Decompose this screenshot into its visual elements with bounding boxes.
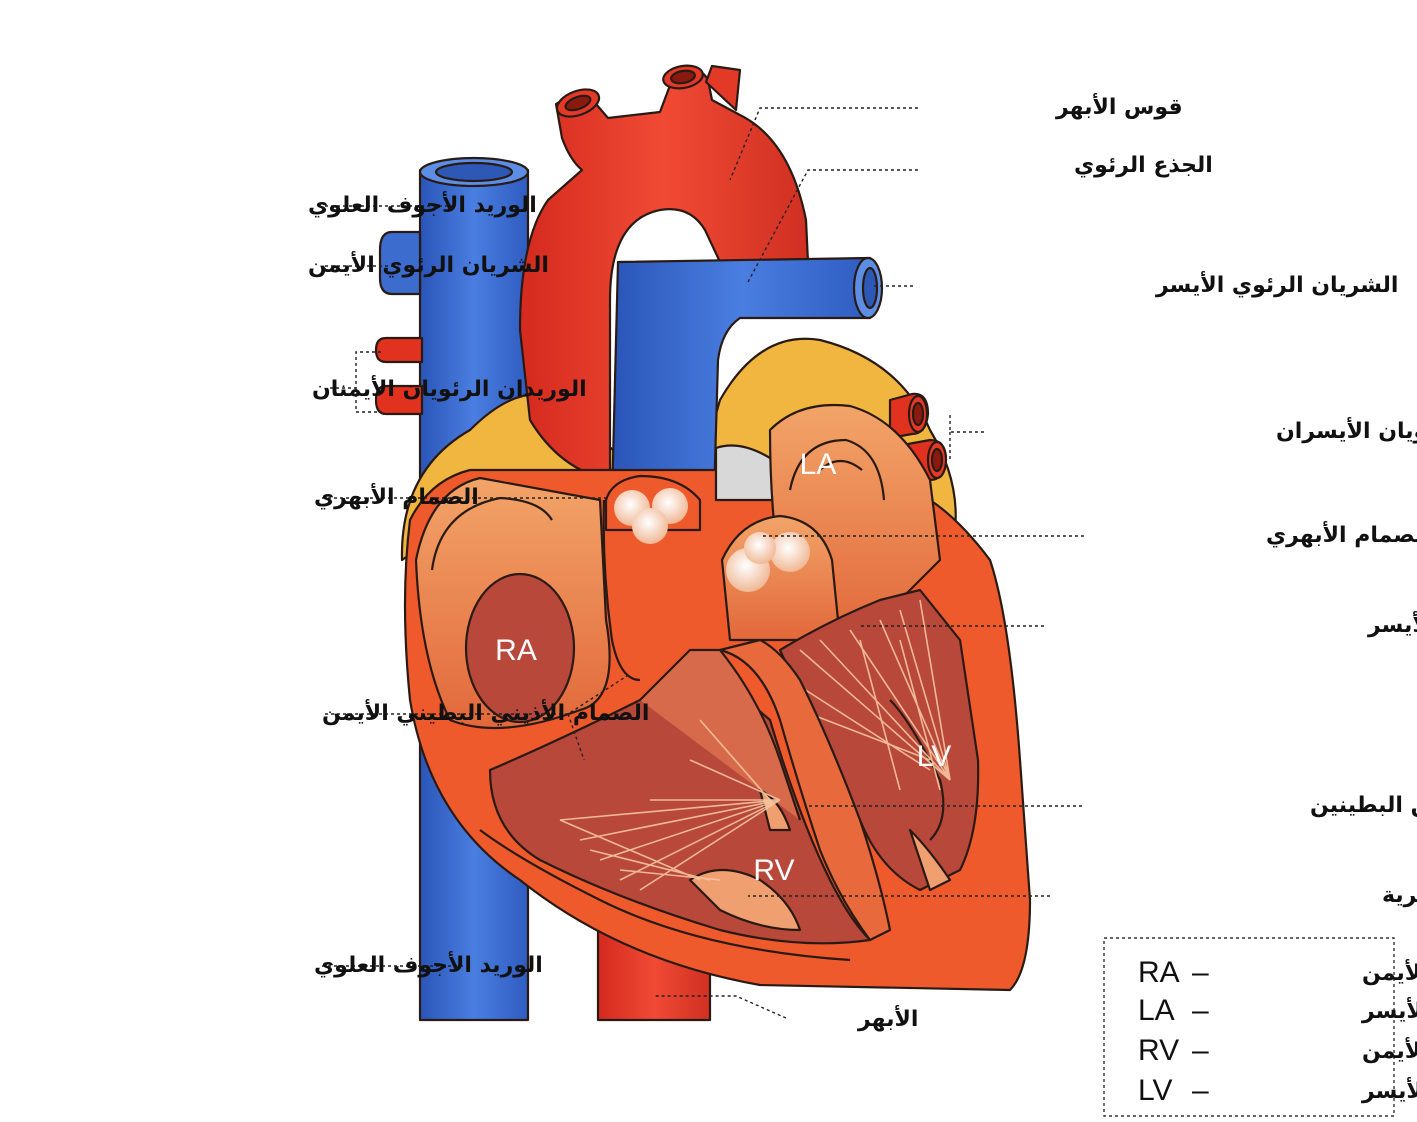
legend-abbr: RA (1138, 956, 1180, 989)
right-atrium (414, 476, 641, 730)
legend-dash: – (1192, 994, 1209, 1027)
label-aortic-valve-right: الصمام الأبهري (1266, 520, 1417, 548)
legend-text: البطين الأيمن (1362, 1036, 1417, 1064)
legend-abbr: LA (1138, 994, 1175, 1027)
label-la: LA (800, 448, 837, 481)
lv-chordae (789, 599, 951, 791)
legend-text: الأذين الأيمن (1362, 958, 1417, 986)
legend-row: RV – البطين الأيمن (1138, 1034, 1417, 1067)
leader-lines (322, 107, 1084, 1019)
legend-row: LA – الأذين الأيسر (1138, 994, 1417, 1027)
label-aortic-arch: قوس الأبهر (1055, 92, 1183, 120)
rv-chordae (559, 719, 781, 891)
left-pulmonary-veins (888, 392, 948, 484)
label-superior-vena-cava: الوريد الأجوف العلوي (308, 190, 537, 218)
legend-abbr: RV (1138, 1034, 1179, 1067)
epicardial-fat (400, 337, 957, 562)
legend-abbr: LV (1138, 1074, 1172, 1107)
label-pulmonary-trunk: الجذع الرئوي (1074, 153, 1213, 178)
label-aortic-valve-left: الصمام الأبهري (314, 482, 479, 510)
legend-text: البطين الأيسر (1361, 1076, 1417, 1104)
label-inferior-vena-cava: الوريد الأجوف العلوي (314, 950, 543, 978)
legend-text: الأذين الأيسر (1361, 996, 1417, 1024)
label-interventricular-septum: الحاجز بين البطينين (1310, 793, 1417, 818)
aortic-valve-upper (604, 474, 702, 544)
label-left-pulmonary-veins: الوريدان الرئويان الأيسران (1276, 416, 1417, 444)
label-right-pulmonary-artery: الشريان الرئوي الأيمن (308, 250, 549, 278)
right-pulmonary-veins (374, 336, 424, 416)
legend-dash: – (1192, 956, 1209, 989)
label-aorta: الأبهر (857, 1004, 918, 1032)
label-tricuspid-valve: الصمام الأذيني البطيني الأيمن (322, 698, 649, 726)
label-rv: RV (753, 854, 794, 887)
label-papillary-muscle: عضلة حليمية مع حبال وترية (1382, 883, 1417, 908)
legend-row: LV – البطين الأيسر (1138, 1074, 1417, 1107)
aortic-valve-lower (720, 514, 842, 642)
legend-box: RA – الأذين الأيمن LA – الأذين الأيسر RV… (1103, 937, 1417, 1117)
legend-row: RA – الأذين الأيمن (1138, 956, 1417, 989)
interventricular-septum (718, 638, 892, 942)
legend-dash: – (1192, 1074, 1209, 1107)
right-ventricle (479, 648, 872, 962)
label-mitral-valve: الصمام الأذيني البطيني الأيسر (1367, 610, 1417, 638)
label-left-pulmonary-artery: الشريان الرئوي الأيسر (1155, 270, 1398, 298)
label-lv: LV (917, 740, 951, 773)
pulmonary-trunk (610, 256, 884, 502)
label-right-pulmonary-veins: الوريدان الرئويان الأيمنان (312, 374, 587, 402)
label-ra: RA (495, 634, 537, 667)
legend-dash: – (1192, 1034, 1209, 1067)
